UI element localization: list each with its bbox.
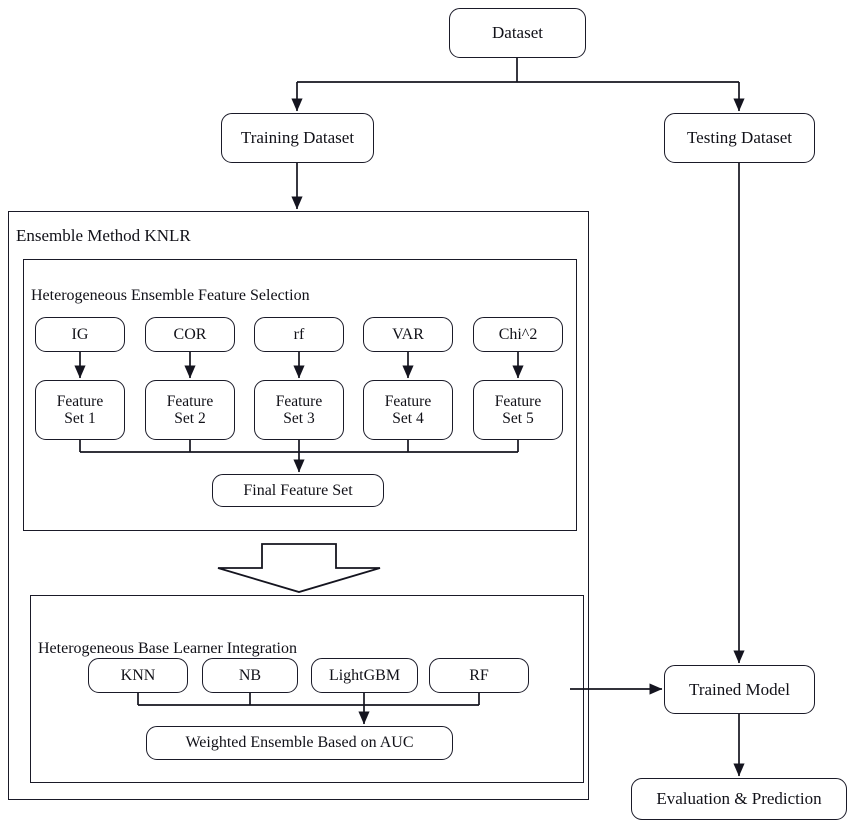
node-training-dataset[interactable]: Training Dataset [221, 113, 374, 163]
node-base-learner-3[interactable]: LightGBM [311, 658, 418, 693]
node-weighted-ensemble[interactable]: Weighted Ensemble Based on AUC [146, 726, 453, 760]
container-feature-selection-label: Heterogeneous Ensemble Feature Selection [31, 287, 310, 304]
node-feature-method-2[interactable]: COR [145, 317, 235, 352]
node-feature-method-5[interactable]: Chi^2 [473, 317, 563, 352]
node-final-feature-set[interactable]: Final Feature Set [212, 474, 384, 507]
node-trained-model[interactable]: Trained Model [664, 665, 815, 714]
node-testing-dataset[interactable]: Testing Dataset [664, 113, 815, 163]
node-evaluation-prediction[interactable]: Evaluation & Prediction [631, 778, 847, 820]
node-feature-set-5[interactable]: Feature Set 5 [473, 380, 563, 440]
node-dataset[interactable]: Dataset [449, 8, 586, 58]
node-feature-set-4[interactable]: Feature Set 4 [363, 380, 453, 440]
node-base-learner-1[interactable]: KNN [88, 658, 188, 693]
node-feature-set-3[interactable]: Feature Set 3 [254, 380, 344, 440]
node-base-learner-2[interactable]: NB [202, 658, 298, 693]
node-base-learner-4[interactable]: RF [429, 658, 529, 693]
container-ensemble-method-label: Ensemble Method KNLR [16, 226, 191, 245]
node-feature-method-4[interactable]: VAR [363, 317, 453, 352]
container-base-learner-label: Heterogeneous Base Learner Integration [38, 640, 297, 657]
node-feature-method-3[interactable]: rf [254, 317, 344, 352]
node-feature-set-1[interactable]: Feature Set 1 [35, 380, 125, 440]
down-block-arrow [217, 543, 381, 593]
container-feature-selection [23, 259, 577, 531]
container-ensemble-method [8, 211, 589, 800]
node-feature-method-1[interactable]: IG [35, 317, 125, 352]
node-feature-set-2[interactable]: Feature Set 2 [145, 380, 235, 440]
